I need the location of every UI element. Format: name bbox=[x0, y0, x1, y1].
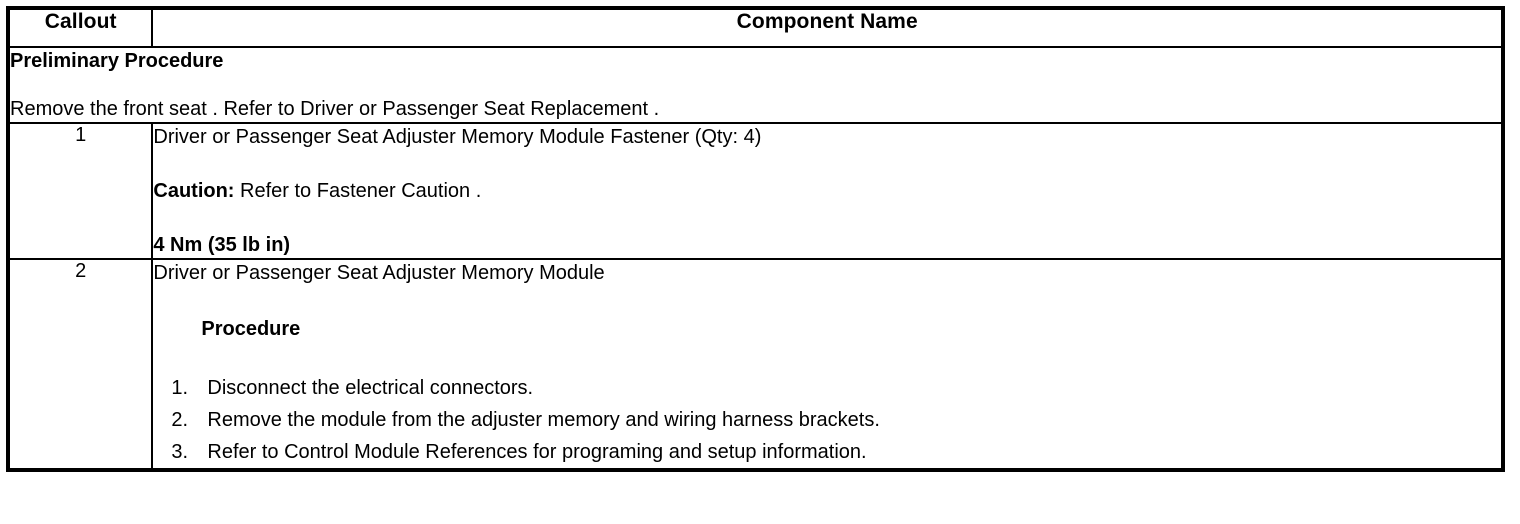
preliminary-procedure-title: Preliminary Procedure bbox=[10, 50, 224, 72]
procedure-step-list: 1.Disconnect the electrical connectors. … bbox=[153, 372, 1501, 468]
procedure-heading: Procedure bbox=[201, 318, 301, 340]
step-text: Disconnect the electrical connectors. bbox=[207, 377, 534, 399]
step-number: 3. bbox=[171, 441, 189, 463]
component-name-text-2: Driver or Passenger Seat Adjuster Memory… bbox=[153, 262, 605, 284]
torque-specification-1: 4 Nm (35 lb in) bbox=[153, 234, 291, 256]
column-header-component-name: Component Name bbox=[151, 7, 1504, 48]
table-body: Preliminary Procedure Remove the front s… bbox=[6, 46, 1504, 471]
step-number: 1. bbox=[171, 377, 189, 399]
component-callout-table: Callout Component Name Preliminary Proce… bbox=[6, 6, 1505, 472]
list-item: 2. Remove the module from the adjuster me… bbox=[153, 404, 1501, 436]
component-description-cell-1: Driver or Passenger Seat Adjuster Memory… bbox=[151, 122, 1504, 260]
callout-number-1: 1 bbox=[6, 122, 154, 260]
step-text: Refer to Control Module References for p… bbox=[207, 441, 867, 463]
preliminary-procedure-cell: Preliminary Procedure Remove the front s… bbox=[7, 46, 1504, 124]
callout-number-2: 2 bbox=[6, 258, 154, 471]
caution-label: Caution: bbox=[153, 180, 235, 202]
table-row: 2 Driver or Passenger Seat Adjuster Memo… bbox=[6, 258, 1504, 471]
component-description-cell-2: Driver or Passenger Seat Adjuster Memory… bbox=[151, 258, 1504, 471]
step-number: 2. bbox=[171, 409, 189, 431]
preliminary-procedure-row: Preliminary Procedure Remove the front s… bbox=[7, 46, 1504, 124]
column-header-callout: Callout bbox=[6, 7, 154, 48]
caution-note-1: Caution: Refer to Fastener Caution . bbox=[153, 178, 1501, 204]
component-name-text-1: Driver or Passenger Seat Adjuster Memory… bbox=[153, 126, 762, 148]
step-text: Remove the module from the adjuster memo… bbox=[207, 409, 880, 431]
table-header-row: Callout Component Name bbox=[6, 7, 1504, 48]
table-row: 1 Driver or Passenger Seat Adjuster Memo… bbox=[6, 122, 1504, 260]
table-header: Callout Component Name bbox=[6, 7, 1504, 48]
preliminary-procedure-text: Remove the front seat . Refer to Driver … bbox=[10, 98, 660, 120]
list-item: 3. Refer to Control Module References for… bbox=[153, 436, 1501, 468]
list-item: 1. Disconnect the electrical connectors. bbox=[153, 372, 1501, 404]
caution-text: Refer to Fastener Caution . bbox=[234, 180, 482, 202]
